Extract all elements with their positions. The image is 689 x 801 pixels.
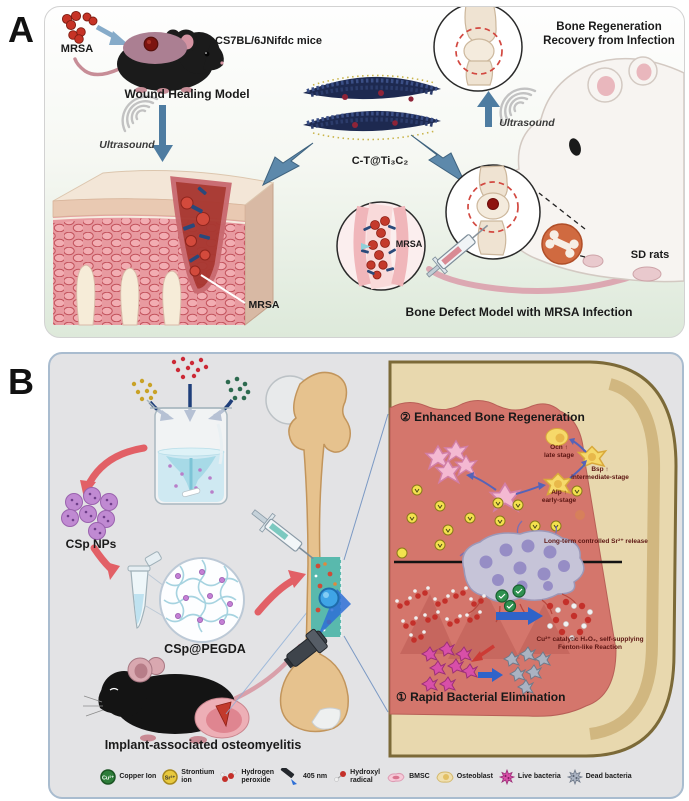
- copper-ions: [495, 584, 526, 613]
- mrsa-bacteria-icon: [61, 10, 98, 44]
- mouse-illustration: [73, 29, 224, 94]
- legend-live-bacteria: Live bacteria: [498, 769, 561, 785]
- arrow-mxene-to-skin: [261, 142, 314, 187]
- ultrasound-right-label: Ultrasound: [499, 117, 555, 129]
- arrow-mrsa-to-mouse: [95, 24, 129, 45]
- csp-nps-label: CSp NPs: [65, 537, 117, 551]
- injection-syringe-icon: [251, 509, 314, 560]
- dead-bacteria-cluster: [502, 646, 552, 695]
- live-bacteria-cluster: [420, 641, 479, 692]
- arrow-to-bone: [254, 570, 306, 616]
- legend-label: Strontium ion: [181, 769, 215, 784]
- panel-a-letter: A: [8, 9, 34, 50]
- legend-label: Dead bacteria: [585, 773, 632, 781]
- laser-device-icon: [283, 587, 351, 669]
- csp-nanoparticles: [61, 487, 118, 540]
- hydrogel-magnifier: [145, 557, 245, 643]
- ultrasound-waves-right-icon: [499, 87, 537, 125]
- legend-hydrogen-peroxide: Hydrogen peroxide: [220, 769, 274, 785]
- ultrasound-left-label: Ultrasound: [99, 139, 155, 151]
- mxene-illustration: [303, 74, 441, 141]
- precursor-dots: [131, 356, 251, 402]
- hydroxyl-radical-icon: [334, 771, 347, 782]
- osteomyelitis-label: Implant-associated osteomyelitis: [104, 738, 302, 752]
- legend-copper-ion: Cu²⁺ Copper Ion: [100, 769, 156, 785]
- legend-strontium-ion: Sr²⁺ Strontium ion: [162, 769, 214, 785]
- hydroxyl-radicals: [546, 598, 593, 641]
- tube-illustration: [127, 551, 162, 629]
- fenton-arrow: [496, 607, 543, 625]
- strontium-ions: [396, 484, 585, 559]
- arrow-down-to-skin: [152, 105, 173, 162]
- panel-b: CSp NPs CSp@PEGDA Implant-associated ost…: [48, 352, 684, 799]
- mice-strain-label: CS7BL/6JNifdc mice: [215, 35, 322, 47]
- magnification-lines: [343, 413, 389, 713]
- regen-title: ② Enhanced Bone Regeneration: [400, 410, 585, 424]
- ocn-stage-label: Ocn ↑ late stage: [544, 444, 574, 460]
- alp-stage-label: Alp ↑ early-stage: [541, 489, 577, 505]
- skin-block-illustration: [52, 170, 275, 327]
- vessel-mrsa-label: MRSA: [395, 239, 423, 249]
- mxene-label: C-T@Ti₃C₂: [351, 155, 409, 167]
- outcome-label: Bone Regeneration Recovery from Infectio…: [543, 21, 675, 47]
- bone-defect-model-label: Bone Defect Model with MRSA Infection: [405, 305, 633, 319]
- legend-label: BMSC: [409, 773, 430, 781]
- legend-laser: 405 nm: [280, 768, 327, 786]
- healed-joint-inset: [433, 7, 523, 92]
- hydrogen-peroxide-molecules: [395, 586, 486, 643]
- beaker-illustration: [146, 399, 232, 505]
- bone-site-marker-icon: [541, 223, 583, 265]
- mxene-flakes-in-wound: [182, 186, 211, 263]
- fenton-label: Cu²⁺ catalytic H₂O₂, self-supplying Fent…: [536, 636, 644, 652]
- dead-bacteria-icon: [566, 769, 583, 785]
- panel-a: MRSA CS7BL/6JNifdc mice Wound Healing Mo…: [44, 6, 685, 338]
- wound-model-label: Wound Healing Model: [124, 87, 250, 101]
- laser-405nm-icon: [280, 768, 298, 785]
- panel-a-artwork: [52, 7, 684, 327]
- strontium-ion-icon: Sr²⁺: [162, 769, 179, 785]
- bmsc-icon: [387, 772, 405, 783]
- bsp-stage-label: Bsp ↑ intermediate-stage: [571, 466, 629, 482]
- copper-ion-icon: Cu²⁺: [100, 769, 117, 785]
- differentiation-arrowheads: [466, 438, 587, 490]
- legend-label: Osteoblast: [456, 773, 493, 781]
- osteomyelitis-mouse-illustration: [83, 605, 313, 744]
- sr-release-label: Long-term controlled Sr²⁺ release: [544, 538, 648, 545]
- legend-label: 405 nm: [303, 773, 328, 781]
- legend-osteoblast: Osteoblast: [436, 770, 493, 784]
- syringe-icon: [426, 224, 489, 278]
- live-bacteria-icon: [498, 769, 515, 785]
- kill-arrow: [471, 644, 495, 662]
- legend-label: Live bacteria: [517, 773, 561, 781]
- legend-dead-bacteria: Dead bacteria: [566, 769, 632, 785]
- legend: Cu²⁺ Copper Ion Sr²⁺ Strontium ion Hydro…: [56, 760, 676, 794]
- hydrogen-peroxide-icon: [220, 770, 237, 782]
- panel-b-letter: B: [8, 361, 34, 402]
- svg-text:Sr²⁺: Sr²⁺: [165, 775, 176, 782]
- rat-strain-label: SD rats: [630, 249, 670, 261]
- vessel-inset: [336, 201, 426, 291]
- legend-label: Hydroxyl radical: [350, 769, 381, 784]
- legend-label: Copper Ion: [119, 773, 157, 781]
- femur-illustration: [265, 371, 351, 733]
- osteoblast-icon: [436, 771, 454, 783]
- elimination-arrow: [478, 668, 503, 682]
- ultrasound-waves-icon: [121, 95, 159, 133]
- hydrogel-blob: [462, 530, 585, 603]
- legend-hydroxyl-radical: Hydroxyl radical: [333, 769, 380, 784]
- osteoblast-cells: [542, 428, 608, 496]
- legend-label: Hydrogen peroxide: [241, 769, 275, 784]
- arrow-up-recovery: [477, 91, 500, 127]
- panel-b-artwork: [61, 356, 678, 758]
- legend-bmsc: BMSC: [386, 770, 430, 784]
- svg-text:Cu²⁺: Cu²⁺: [102, 775, 114, 782]
- mrsa-inoculum-label: MRSA: [60, 43, 94, 55]
- skin-mrsa-label: MRSA: [248, 299, 280, 311]
- arrow-nps-to-tube: [90, 544, 120, 580]
- elimination-title: ① Rapid Bacterial Elimination: [396, 690, 566, 704]
- csp-pegda-label: CSp@PEGDA: [164, 642, 246, 656]
